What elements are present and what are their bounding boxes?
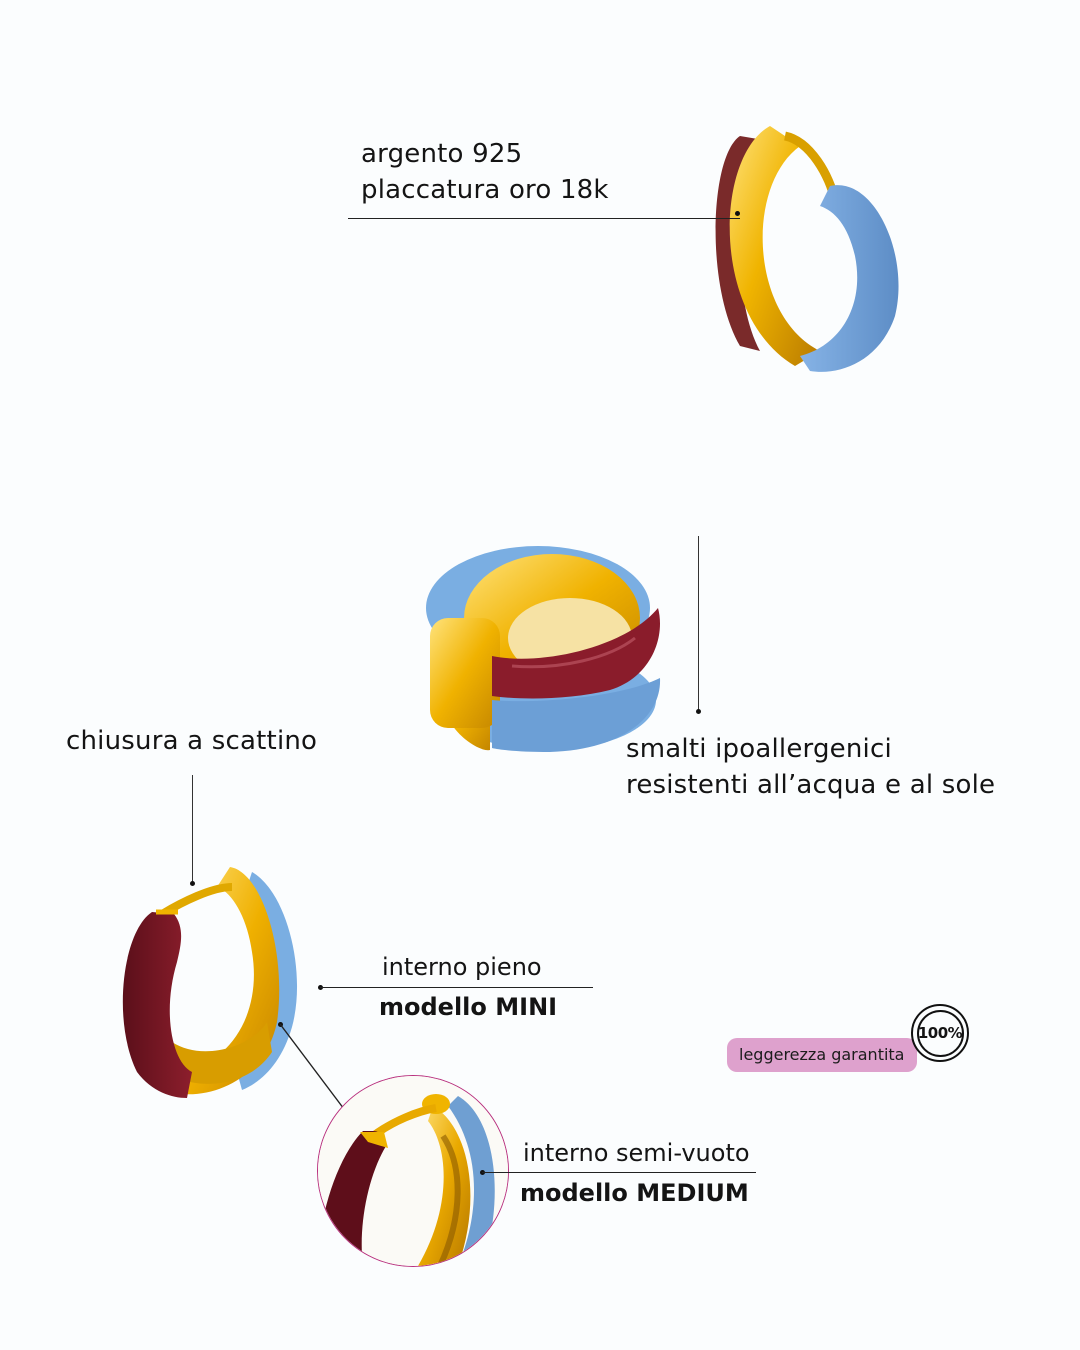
enamel-label-line2: resistenti all’acqua e al sole — [626, 770, 996, 800]
pointer-line-material — [348, 218, 740, 220]
percent-seal-icon: 100% — [911, 1004, 969, 1062]
earring-pair-image — [420, 528, 670, 758]
pointer-line-enamel — [698, 536, 700, 711]
enamel-label-line1: smalti ipoallergenici — [626, 734, 892, 764]
earring-mini-image — [112, 862, 307, 1102]
material-label-line1: argento 925 — [361, 139, 523, 169]
closure-label: chiusura a scattino — [66, 726, 318, 756]
mini-model-label: modello MINI — [379, 993, 558, 1021]
medium-interior-label: interno semi-vuoto — [523, 1139, 750, 1167]
pointer-line-medium — [482, 1172, 756, 1174]
earring-top-image — [700, 116, 910, 381]
material-label-line2: placcatura oro 18k — [361, 175, 609, 205]
pointer-dot — [696, 709, 701, 714]
pointer-line-diagonal — [280, 1024, 348, 1114]
pointer-line-mini — [320, 987, 593, 989]
lightness-badge: leggerezza garantita — [727, 1038, 917, 1072]
pointer-dot — [190, 881, 195, 886]
pointer-dot — [735, 211, 740, 216]
medium-detail-zoom — [317, 1075, 509, 1267]
medium-model-label: modello MEDIUM — [520, 1179, 749, 1207]
mini-interior-label: interno pieno — [382, 953, 542, 981]
lightness-badge-text: leggerezza garantita — [739, 1045, 905, 1064]
percent-seal-text: 100% — [917, 1024, 963, 1042]
pointer-line-closure — [192, 775, 194, 883]
